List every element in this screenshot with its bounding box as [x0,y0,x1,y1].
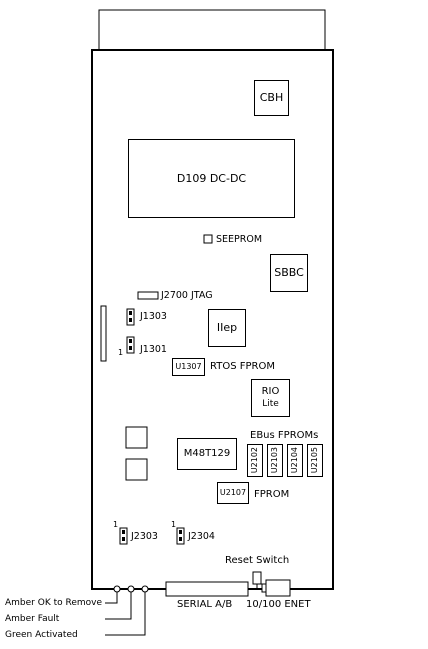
rio-label: RIO [261,386,280,397]
j1303-jumper [126,308,135,326]
m48t129-label: M48T129 [183,448,231,459]
u2104-chip: U2104 [287,444,303,477]
j2304-pin: 1 [171,520,177,529]
iiep-label: IIep [216,321,238,334]
j2700-label: J2700 JTAG [161,290,213,301]
u2103-label: U2103 [270,447,279,474]
j1301-pin: 1 [118,348,124,357]
fprom-label: FPROM [254,489,290,500]
green-activated-label: Green Activated [5,630,78,640]
u1307-chip: U1307 [172,358,205,376]
u2107-label: U2107 [219,488,247,497]
u2107-chip: U2107 [217,482,249,504]
j2304-label: J2304 [188,531,215,542]
j2303-jumper [119,527,128,545]
reset-switch-label: Reset Switch [225,555,290,566]
led-line-green [105,589,146,636]
j1301-label: J1301 [140,344,167,355]
led-line-fault [105,589,132,620]
led-green [141,585,149,593]
seeprom-chip [203,234,213,244]
j2303-label: J2303 [131,531,158,542]
j2700-chip [137,291,159,300]
m48t129-chip: M48T129 [177,438,237,470]
serial-connector [165,581,249,597]
ebus-fproms-label: EBus FPROMs [250,430,319,441]
reset-switch [252,571,262,585]
seeprom-label: SEEPROM [216,234,263,245]
u2105-chip: U2105 [307,444,323,477]
u2105-label: U2105 [310,447,319,474]
amber-ok-label: Amber OK to Remove [5,598,103,608]
top-connector [98,9,326,51]
j2304-jumper [176,527,185,545]
u2104-label: U2104 [290,447,299,474]
amber-fault-label: Amber Fault [5,614,60,624]
dcdc-chip: D109 DC-DC [128,139,295,218]
j1301-jumper [126,336,135,354]
sbbc-label: SBBC [274,266,304,279]
enet-label: 10/100 ENET [246,599,311,610]
enet-connector [265,579,291,597]
iiep-chip: IIep [208,309,246,347]
u2102-label: U2102 [250,447,259,474]
j1303-label: J1303 [140,311,167,322]
cbh-label: CBH [259,91,284,104]
sbbc-chip: SBBC [270,254,308,292]
j2303-pin: 1 [113,520,119,529]
cbh-chip: CBH [254,80,289,116]
lite-label: Lite [262,399,279,409]
led-line-ok [105,589,118,604]
dcdc-label: D109 DC-DC [176,171,247,185]
u1307-label: U1307 [175,362,202,371]
u2103-chip: U2103 [267,444,283,477]
led-fault [127,585,135,593]
rtos-fprom-label: RTOS FPROM [210,361,275,372]
serial-ab-label: SERIAL A/B [177,599,233,610]
unlabeled-chip-b [125,458,148,481]
u2102-chip: U2102 [247,444,263,477]
rio-lite-chip: RIO Lite [251,379,290,417]
led-ok [113,585,121,593]
unlabeled-chip-a [125,426,148,449]
left-strip [100,305,107,362]
